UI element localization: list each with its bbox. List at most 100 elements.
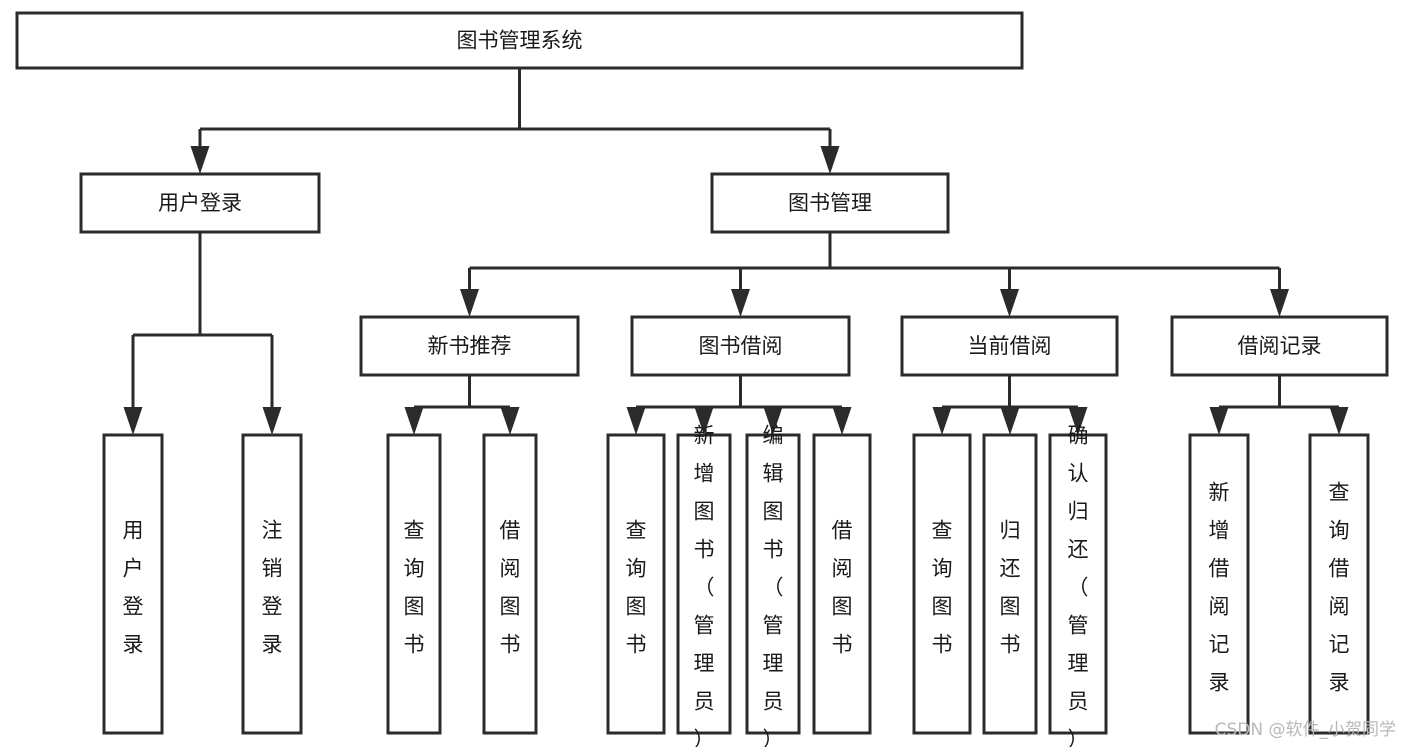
- svg-text:记: 记: [1329, 633, 1350, 657]
- node-leaf-edit-book[interactable]: [745, 433, 801, 735]
- svg-text:（: （: [694, 576, 715, 600]
- svg-text:图: 图: [404, 595, 425, 619]
- svg-text:阅: 阅: [832, 557, 853, 581]
- svg-text:）: ）: [763, 728, 784, 747]
- svg-text:阅: 阅: [1209, 595, 1230, 619]
- node-book-management-label: 图书管理: [788, 191, 872, 215]
- svg-text:借: 借: [500, 519, 521, 543]
- svg-text:询: 询: [626, 557, 647, 581]
- svg-text:阅: 阅: [1329, 595, 1350, 619]
- svg-text:还: 还: [1000, 557, 1021, 581]
- node-leaf-query-book-3[interactable]: [912, 433, 972, 735]
- svg-text:辑: 辑: [763, 462, 784, 486]
- svg-text:（: （: [763, 576, 784, 600]
- svg-text:书: 书: [626, 633, 647, 657]
- connector-layer: [123, 68, 1349, 435]
- svg-text:图: 图: [500, 595, 521, 619]
- node-borrow-record-label: 借阅记录: [1238, 334, 1322, 358]
- svg-text:借: 借: [1209, 557, 1230, 581]
- svg-text:询: 询: [404, 557, 425, 581]
- node-current-borrow[interactable]: [900, 315, 1119, 377]
- svg-text:还: 还: [1068, 538, 1089, 562]
- arrow-to-new-book-recommend-head: [460, 289, 479, 317]
- svg-text:户: 户: [123, 557, 144, 581]
- svg-text:书: 书: [1000, 633, 1021, 657]
- svg-text:增: 增: [694, 462, 715, 486]
- svg-text:借: 借: [832, 519, 853, 543]
- node-new-book-recommend[interactable]: [359, 315, 580, 377]
- arrow-user-login-leaf-1-head: [262, 407, 282, 435]
- svg-text:借: 借: [1329, 557, 1350, 581]
- arrow-to-borrow-record-head: [1270, 289, 1289, 317]
- node-leaf-add-record[interactable]: [1188, 433, 1250, 735]
- node-leaf-query-book-2[interactable]: [606, 433, 666, 735]
- node-leaf-logout-login[interactable]: [241, 433, 303, 735]
- svg-text:）: ）: [694, 728, 715, 747]
- node-leaf-borrow-book-2[interactable]: [812, 433, 872, 735]
- arrow-to-book-management-head: [820, 146, 840, 174]
- svg-text:书: 书: [500, 633, 521, 657]
- svg-text:图: 图: [626, 595, 647, 619]
- node-book-borrow[interactable]: [630, 315, 851, 377]
- svg-text:录: 录: [262, 633, 283, 657]
- arrow-current-borrow-leaf-0-head: [932, 407, 952, 435]
- node-leaf-add-book[interactable]: [676, 433, 732, 735]
- svg-text:图: 图: [932, 595, 953, 619]
- svg-text:理: 理: [1068, 652, 1089, 676]
- node-layer: 图书管理系统用户登录图书管理新书推荐图书借阅当前借阅借阅记录用户登录注销登录查询…: [15, 11, 1389, 747]
- arrow-current-borrow-leaf-1-head: [1000, 407, 1020, 435]
- svg-text:书: 书: [404, 633, 425, 657]
- svg-text:询: 询: [1329, 519, 1350, 543]
- svg-text:用: 用: [123, 519, 144, 543]
- svg-text:增: 增: [1209, 519, 1230, 543]
- node-leaf-return-book[interactable]: [982, 433, 1038, 735]
- svg-text:登: 登: [123, 595, 144, 619]
- arrow-book-borrow-leaf-2-head: [763, 407, 783, 435]
- svg-text:管: 管: [694, 614, 715, 638]
- node-user-login[interactable]: [79, 172, 321, 234]
- node-leaf-query-record[interactable]: [1308, 433, 1370, 735]
- svg-text:员: 员: [1068, 690, 1089, 714]
- arrow-borrow-record-leaf-1-head: [1329, 407, 1349, 435]
- svg-text:阅: 阅: [500, 557, 521, 581]
- node-leaf-user-login[interactable]: [102, 433, 164, 735]
- svg-text:录: 录: [1209, 671, 1230, 695]
- arrow-book-borrow-leaf-3-head: [832, 407, 852, 435]
- svg-text:图: 图: [832, 595, 853, 619]
- svg-text:新: 新: [694, 424, 715, 448]
- node-new-book-recommend-label: 新书推荐: [428, 334, 512, 358]
- arrow-book-borrow-leaf-0-head: [626, 407, 646, 435]
- arrow-to-book-borrow-head: [731, 289, 750, 317]
- node-borrow-record[interactable]: [1170, 315, 1389, 377]
- node-book-management[interactable]: [710, 172, 950, 234]
- svg-text:理: 理: [763, 652, 784, 676]
- csdn-watermark: CSDN @软件_小贺同学: [1215, 720, 1396, 740]
- node-leaf-confirm-return[interactable]: [1048, 433, 1108, 735]
- svg-text:编: 编: [763, 424, 784, 448]
- node-leaf-borrow-book-1[interactable]: [482, 433, 538, 735]
- arrow-borrow-record-leaf-0-head: [1209, 407, 1229, 435]
- node-leaf-query-book-1[interactable]: [386, 433, 442, 735]
- svg-text:图: 图: [694, 500, 715, 524]
- svg-text:理: 理: [694, 652, 715, 676]
- node-leaf-user-login-label: 用户登录: [123, 519, 144, 657]
- svg-text:图: 图: [763, 500, 784, 524]
- svg-text:管: 管: [763, 614, 784, 638]
- node-root-book-management-system[interactable]: [15, 11, 1024, 70]
- node-current-borrow-label: 当前借阅: [968, 334, 1052, 358]
- svg-text:查: 查: [932, 519, 953, 543]
- arrow-to-current-borrow-head: [1000, 289, 1019, 317]
- svg-text:查: 查: [626, 519, 647, 543]
- svg-text:录: 录: [1329, 671, 1350, 695]
- arrow-user-login-leaf-0-head: [123, 407, 143, 435]
